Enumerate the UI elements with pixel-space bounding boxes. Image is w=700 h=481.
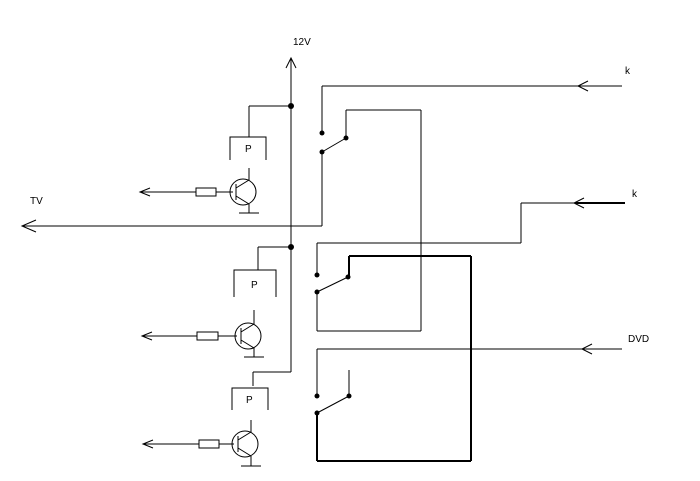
dvd-label: DVD <box>628 334 649 345</box>
relay-3-label: P <box>246 395 253 406</box>
k-top-label: k <box>625 66 631 77</box>
tv-label: TV <box>30 196 43 207</box>
relay-coil-3 <box>231 387 269 410</box>
supply-label: 12V <box>293 37 311 48</box>
supply-rail <box>252 56 297 386</box>
relay-1-label: P <box>245 144 252 155</box>
relay-coil-2 <box>233 246 291 297</box>
relay-coil-1 <box>229 105 291 160</box>
k-mid-label: k <box>632 189 638 200</box>
relay-switch-3 <box>314 343 622 462</box>
relay-switch-1 <box>319 80 622 331</box>
tv-output <box>20 152 323 233</box>
relay-2-label: P <box>251 280 258 291</box>
transistor-driver-3 <box>141 420 261 467</box>
relay-switch-2 <box>314 197 625 461</box>
transistor-driver-1 <box>138 168 259 214</box>
transistor-driver-2 <box>140 310 264 358</box>
